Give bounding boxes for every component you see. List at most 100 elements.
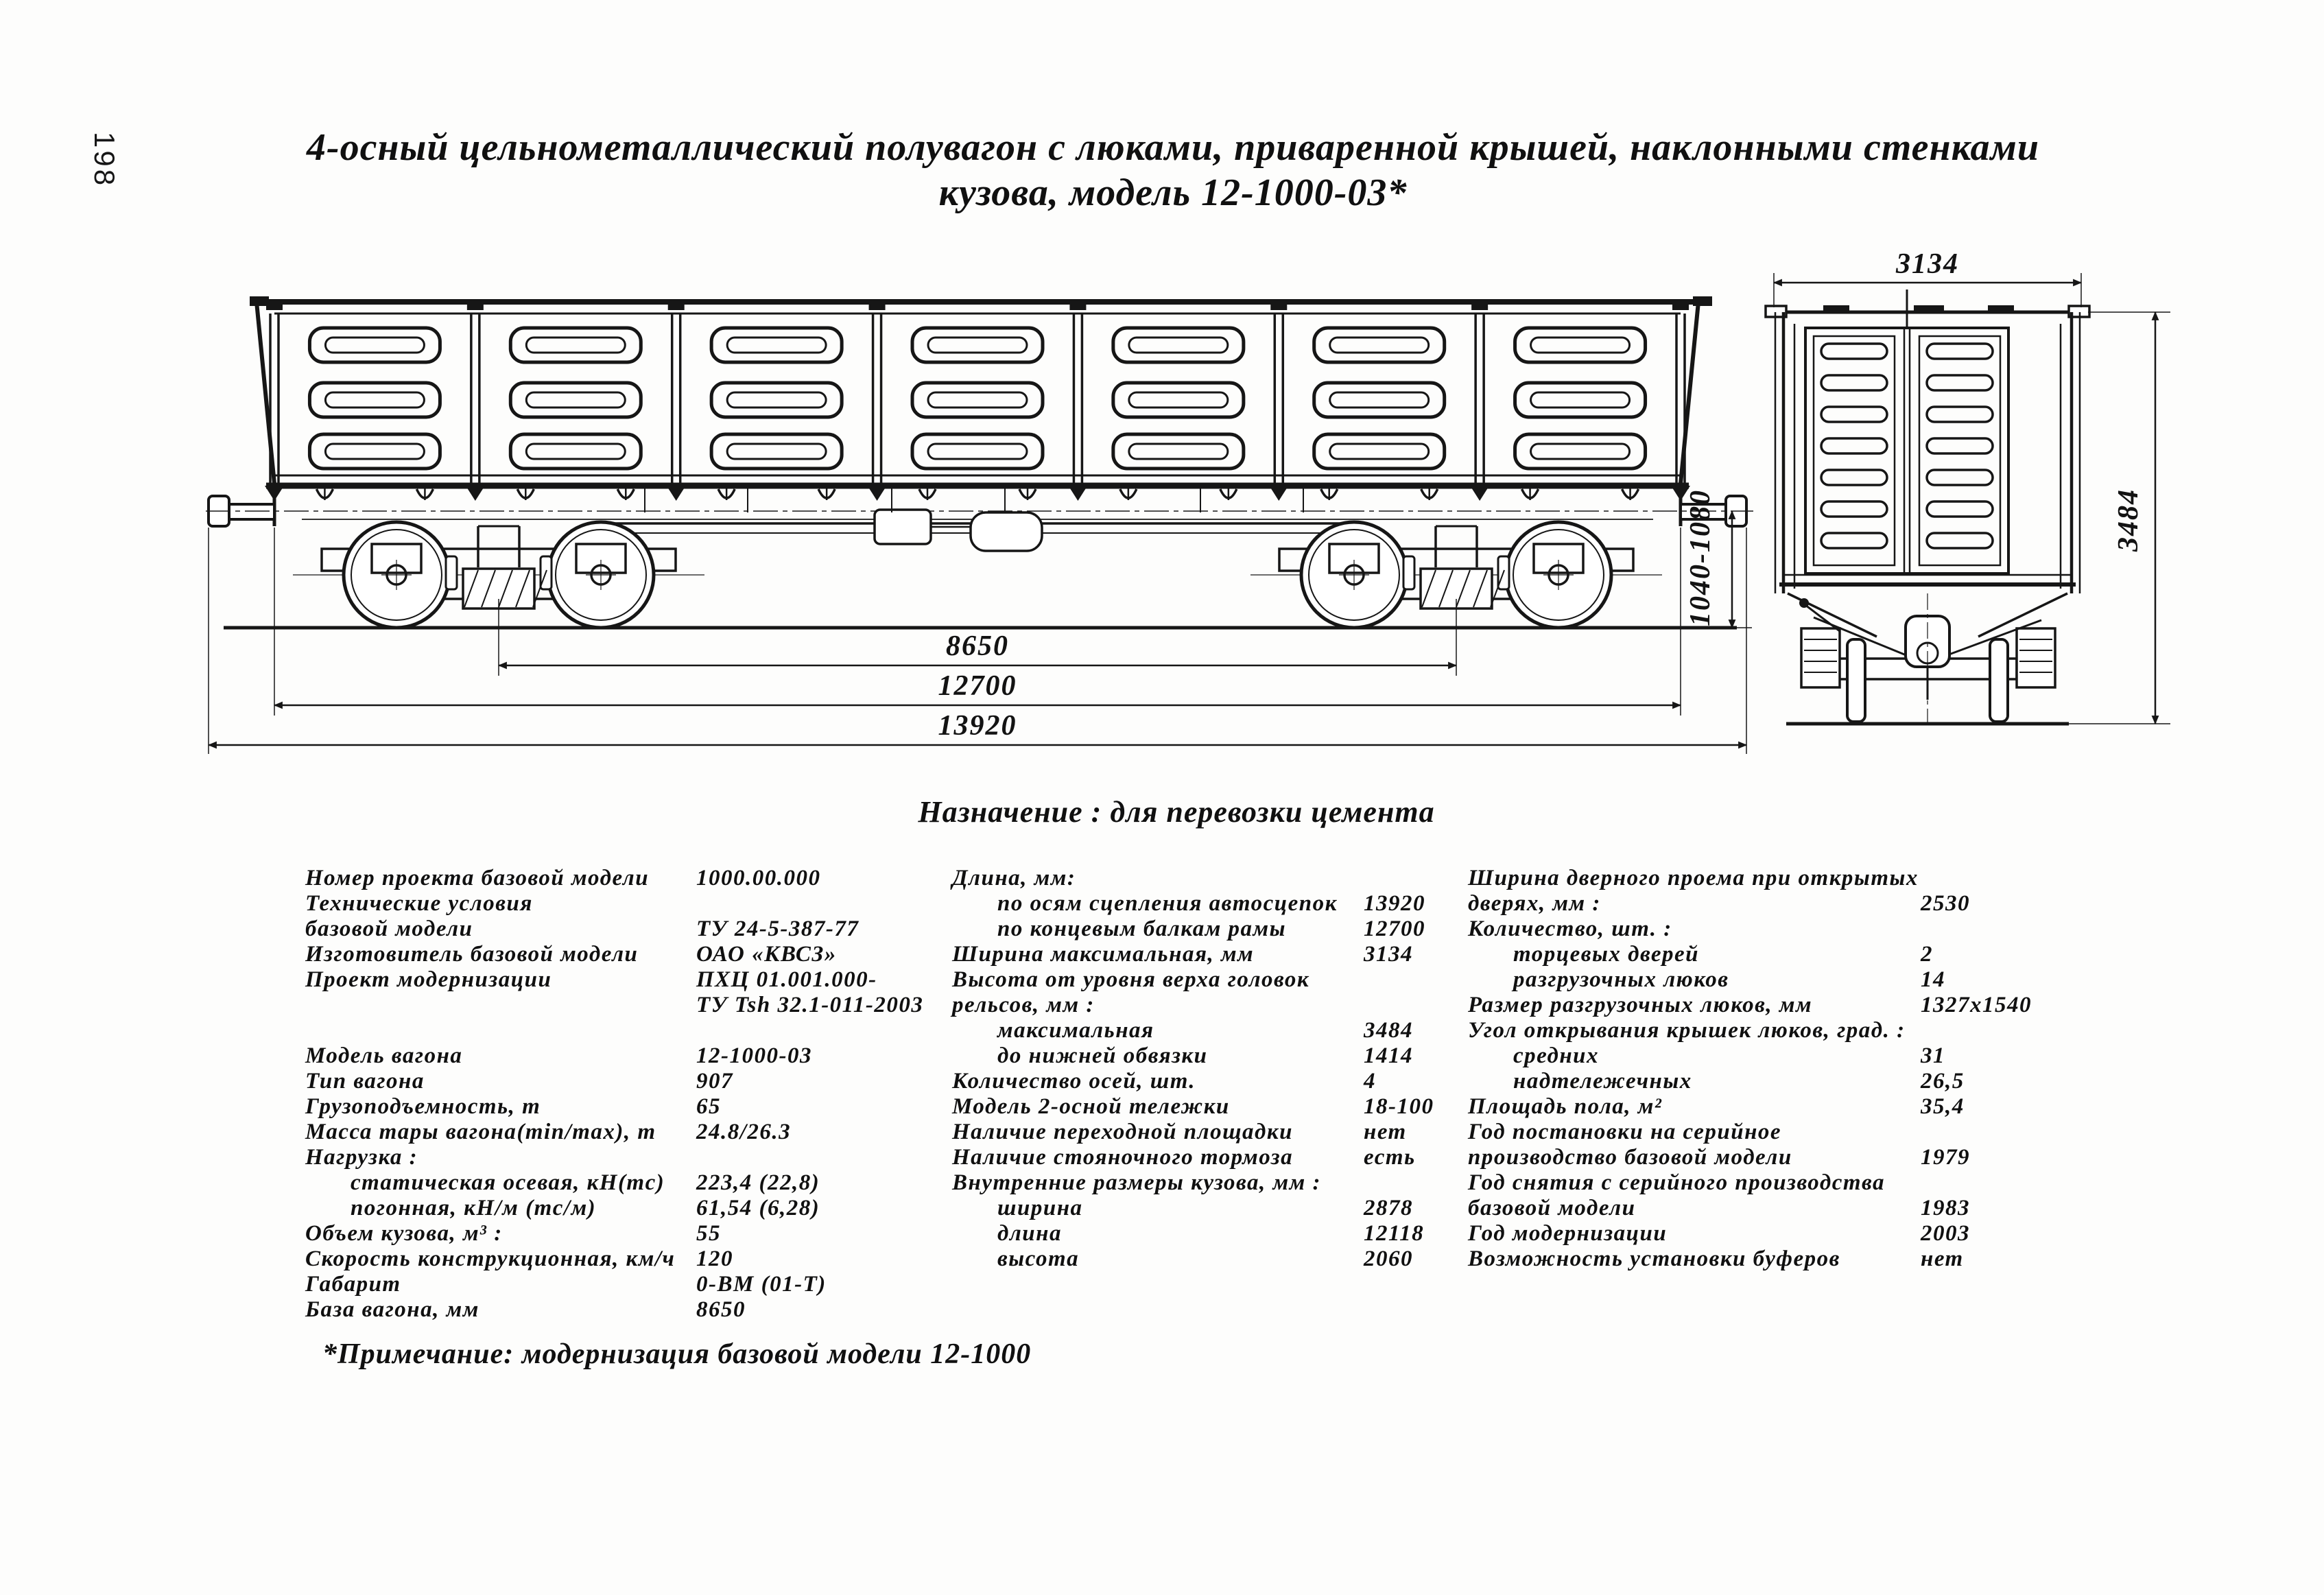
spec-label: Год модернизации [1468, 1221, 1668, 1246]
spec-row: Внутренние размеры кузова, мм : [952, 1170, 1480, 1196]
spec-label: База вагона, мм [305, 1297, 479, 1322]
spec-label: торцевых дверей [1513, 942, 1699, 967]
spec-row: ТУ Tsh 32.1-011-2003 [305, 993, 964, 1018]
spec-row: высота 2060 [952, 1247, 1480, 1272]
spec-label: Год снятия с серийного производства [1468, 1170, 1886, 1195]
spec-label: Модель вагона [305, 1043, 463, 1068]
spec-value: 1000.00.000 [696, 866, 821, 890]
spec-row: Год модернизации 2003 [1468, 1221, 2222, 1247]
spec-label: ширина [997, 1196, 1083, 1220]
spec-column-2: Длина, мм:по осям сцепления автосцепок 13… [952, 866, 1480, 1272]
spec-row: разгрузочных люков 14 [1468, 967, 2222, 993]
spec-row: Объем кузова, м³ :55 [305, 1221, 964, 1247]
spec-value: 12-1000-03 [696, 1043, 812, 1068]
spec-row: Ширина дверного проема при открытых [1468, 866, 2222, 891]
spec-label: разгрузочных люков [1513, 967, 1729, 992]
spec-label: до нижней обвязки [997, 1043, 1208, 1068]
spec-label: Угол открывания крышек люков, град. : [1468, 1018, 1906, 1043]
spec-row: Год снятия с серийного производства [1468, 1170, 2222, 1196]
spec-value: 3484 [1364, 1018, 1413, 1043]
spec-row: рельсов, мм : [952, 993, 1480, 1018]
spec-label: Ширина максимальная, мм [952, 942, 1255, 967]
spec-row: производство базовой модели 1979 [1468, 1145, 2222, 1170]
spec-value: 2003 [1921, 1221, 1970, 1246]
spec-value: 1327x1540 [1921, 993, 2032, 1017]
wagon-side-body [206, 296, 1753, 630]
spec-label: Скорость конструкционная, км/ч [305, 1247, 676, 1271]
spec-row: Количество осей, шт.4 [952, 1069, 1480, 1094]
spec-row: дверях, мм :2530 [1468, 891, 2222, 917]
spec-row: Размер разгрузочных люков, мм 1327x1540 [1468, 993, 2222, 1018]
spec-row: Скорость конструкционная, км/ч 120 [305, 1247, 964, 1272]
spec-label: производство базовой модели [1468, 1145, 1792, 1170]
spec-row: по осям сцепления автосцепок 13920 [952, 891, 1480, 917]
spec-row: Угол открывания крышек люков, град. : [1468, 1018, 2222, 1043]
spec-value: 1979 [1921, 1145, 1970, 1170]
spec-label: Модель 2-осной тележки [952, 1094, 1230, 1119]
end-view-dimensions [1772, 273, 2170, 725]
spec-value: 2 [1921, 942, 1933, 967]
spec-value: ТУ Tsh 32.1-011-2003 [696, 993, 924, 1017]
title-line-1: 4-осный цельнометаллический полувагон с … [306, 126, 2040, 169]
spec-row: средних 31 [1468, 1043, 2222, 1069]
spec-label: Размер разгрузочных люков, мм [1468, 993, 1813, 1017]
spec-row: Наличие переходной площадки нет [952, 1120, 1480, 1145]
dim-base-label: 8650 [946, 630, 1009, 662]
spec-value: 1414 [1364, 1043, 1413, 1068]
spec-value: 35,4 [1921, 1094, 1965, 1119]
spec-label: Ширина дверного проема при открытых [1468, 866, 1919, 890]
spec-label: высота [997, 1247, 1080, 1271]
spec-value: есть [1364, 1145, 1416, 1170]
spec-value: 3134 [1364, 942, 1413, 967]
spec-label: Изготовитель базовой модели [305, 942, 639, 967]
spec-label: Наличие переходной площадки [952, 1120, 1294, 1144]
spec-label: Возможность установки буферов [1468, 1247, 1840, 1271]
spec-label: базовой модели [305, 917, 473, 941]
spec-value: нет [1921, 1247, 1964, 1271]
spec-value: 14 [1921, 967, 1945, 992]
spec-value: 2878 [1364, 1196, 1413, 1220]
spec-row: Технические условия [305, 891, 964, 917]
spec-value: ОАО «КВСЗ» [696, 942, 837, 967]
page-title: 4-осный цельнометаллический полувагон с … [117, 125, 2229, 215]
spec-value: 61,54 (6,28) [696, 1196, 820, 1220]
spec-label: статическая осевая, кН(тс) [351, 1170, 665, 1195]
dim-height-label: 3484 [2113, 488, 2144, 552]
spec-value: 1983 [1921, 1196, 1970, 1220]
spec-row: Модель вагона 12-1000-03 [305, 1043, 964, 1069]
spec-value: 907 [696, 1069, 733, 1094]
spec-row: Ширина максимальная, мм 3134 [952, 942, 1480, 967]
spec-row: Длина, мм: [952, 866, 1480, 891]
spec-value: 2060 [1364, 1247, 1413, 1271]
spec-label: Количество осей, шт. [952, 1069, 1196, 1094]
spec-value: 65 [696, 1094, 721, 1119]
spec-value: нет [1364, 1120, 1407, 1144]
spec-row: погонная, кН/м (тс/м) 61,54 (6,28) [305, 1196, 964, 1221]
spec-row: до нижней обвязки 1414 [952, 1043, 1480, 1069]
dim-width-label: 3134 [1895, 248, 1959, 280]
dim-coupler-length-label: 13920 [938, 710, 1017, 742]
spec-value: 223,4 (22,8) [696, 1170, 820, 1195]
footnote: *Примечание: модернизация базовой модели… [322, 1338, 1032, 1370]
spec-value: 2530 [1921, 891, 1970, 916]
spec-value: 120 [696, 1247, 733, 1271]
side-view-dimensions [207, 510, 1752, 754]
spec-label: по осям сцепления автосцепок [997, 891, 1338, 916]
end-view-drawing: 3134 3484 [1764, 248, 2170, 727]
spec-row: Год постановки на серийное [1468, 1120, 2222, 1145]
spec-value: 31 [1921, 1043, 1945, 1068]
side-view-drawing: 8650 12700 13920 1040-1080 [206, 296, 1753, 754]
page-number: 198 [88, 132, 121, 189]
spec-value: 0-ВМ (01-Т) [696, 1272, 827, 1297]
spec-value: 13920 [1364, 891, 1425, 916]
spec-label: средних [1513, 1043, 1600, 1068]
spec-label: Объем кузова, м³ : [305, 1221, 503, 1246]
spec-label: погонная, кН/м (тс/м) [351, 1196, 597, 1220]
